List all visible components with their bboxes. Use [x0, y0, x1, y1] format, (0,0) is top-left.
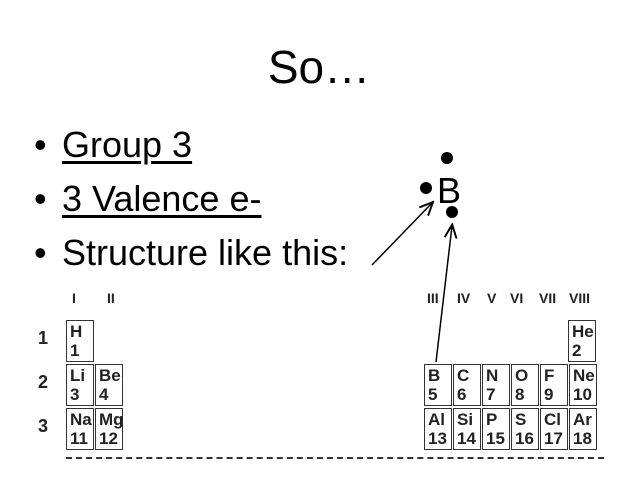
arrow-from-structure	[371, 203, 432, 266]
electron-dot-top	[441, 152, 453, 164]
element-symbol: Mg	[99, 410, 124, 429]
element-cell-h: H 1	[66, 320, 94, 362]
element-symbol: F	[544, 366, 555, 385]
bullet-list: • Group 3 • 3 Valence e- • Structure like t…	[34, 118, 348, 280]
group-label-1: I	[72, 290, 76, 306]
group-label-5: V	[487, 290, 497, 306]
period-label-1: 1	[38, 328, 49, 348]
element-cell-cl: Cl 17	[540, 408, 568, 450]
group-label-4: IV	[457, 290, 471, 306]
element-symbol: Al	[428, 410, 445, 429]
element-symbol: He	[572, 322, 594, 341]
element-cell-s: S 16	[511, 408, 539, 450]
element-cell-ar: Ar 18	[569, 408, 597, 450]
slide-title: So…	[267, 41, 371, 93]
bullet-text-structure: Structure like this:	[62, 232, 349, 273]
element-cell-li: Li 3	[66, 364, 94, 406]
element-cell-al: Al 13	[424, 408, 452, 450]
element-cell-f: F 9	[540, 364, 568, 406]
group-label-7: VII	[539, 290, 557, 306]
element-number: 3	[70, 385, 80, 404]
lewis-symbol-boron: B	[437, 170, 462, 211]
element-number: 6	[457, 385, 467, 404]
element-cell-ne: Ne 10	[569, 364, 597, 406]
element-number: 14	[457, 429, 476, 448]
group-label-2: II	[107, 290, 115, 306]
arrow-from-boron-cell	[435, 226, 452, 363]
element-cell-mg: Mg 12	[95, 408, 124, 450]
element-number: 5	[428, 385, 438, 404]
element-cell-p: P 15	[482, 408, 510, 450]
element-symbol: C	[457, 366, 470, 385]
element-symbol: Si	[457, 410, 474, 429]
bullet-glyph: •	[34, 178, 47, 219]
bullet-item: • 3 Valence e-	[34, 172, 348, 226]
element-symbol: P	[486, 410, 498, 429]
element-symbol: H	[70, 322, 83, 341]
element-symbol: O	[515, 366, 529, 385]
element-cell-be: Be 4	[95, 364, 123, 406]
bullet-item: • Group 3	[34, 118, 348, 172]
element-symbol: Na	[70, 410, 92, 429]
element-number: 13	[428, 429, 447, 448]
bullet-text-valence: 3 Valence e-	[62, 178, 262, 219]
electron-dot-bottom	[446, 206, 458, 218]
element-cell-he: He 2	[568, 320, 596, 362]
element-cell-n: N 7	[482, 364, 510, 406]
element-symbol: N	[486, 366, 499, 385]
element-number: 12	[99, 429, 118, 448]
element-symbol: Cl	[544, 410, 561, 429]
period-label-2: 2	[38, 372, 49, 392]
element-number: 7	[486, 385, 496, 404]
bullet-text-group: Group 3	[62, 124, 193, 165]
element-cell-na: Na 11	[66, 408, 94, 450]
bullet-item: • Structure like this:	[34, 226, 348, 280]
group-label-8: VIII	[569, 290, 591, 306]
element-symbol: Li	[70, 366, 86, 385]
element-cell-b: B 5	[424, 364, 452, 406]
periodic-table: I II III IV V VI VII VIII 1 2 3 H 1 He 2…	[38, 290, 604, 459]
element-number: 16	[515, 429, 534, 448]
element-number: 2	[572, 341, 582, 360]
element-symbol: S	[515, 410, 527, 429]
group-label-6: VI	[510, 290, 524, 306]
element-symbol: B	[428, 366, 441, 385]
element-number: 4	[99, 385, 109, 404]
period-label-3: 3	[38, 416, 49, 436]
group-label-3: III	[427, 290, 439, 306]
bullet-glyph: •	[34, 232, 47, 273]
element-symbol: Be	[99, 366, 121, 385]
electron-dot-left	[420, 182, 432, 194]
element-cell-c: C 6	[453, 364, 481, 406]
element-number: 11	[70, 429, 88, 448]
element-cell-si: Si 14	[453, 408, 481, 450]
element-number: 18	[573, 429, 592, 448]
element-number: 17	[544, 429, 563, 448]
element-number: 8	[515, 385, 525, 404]
table-bottom-edge	[66, 457, 604, 459]
bullet-glyph: •	[34, 124, 47, 165]
element-number: 9	[544, 385, 554, 404]
element-number: 15	[486, 429, 505, 448]
element-symbol: Ar	[573, 410, 592, 429]
element-number: 10	[573, 385, 592, 404]
element-symbol: Ne	[573, 366, 595, 385]
element-cell-o: O 8	[511, 364, 539, 406]
element-number: 1	[70, 341, 80, 360]
